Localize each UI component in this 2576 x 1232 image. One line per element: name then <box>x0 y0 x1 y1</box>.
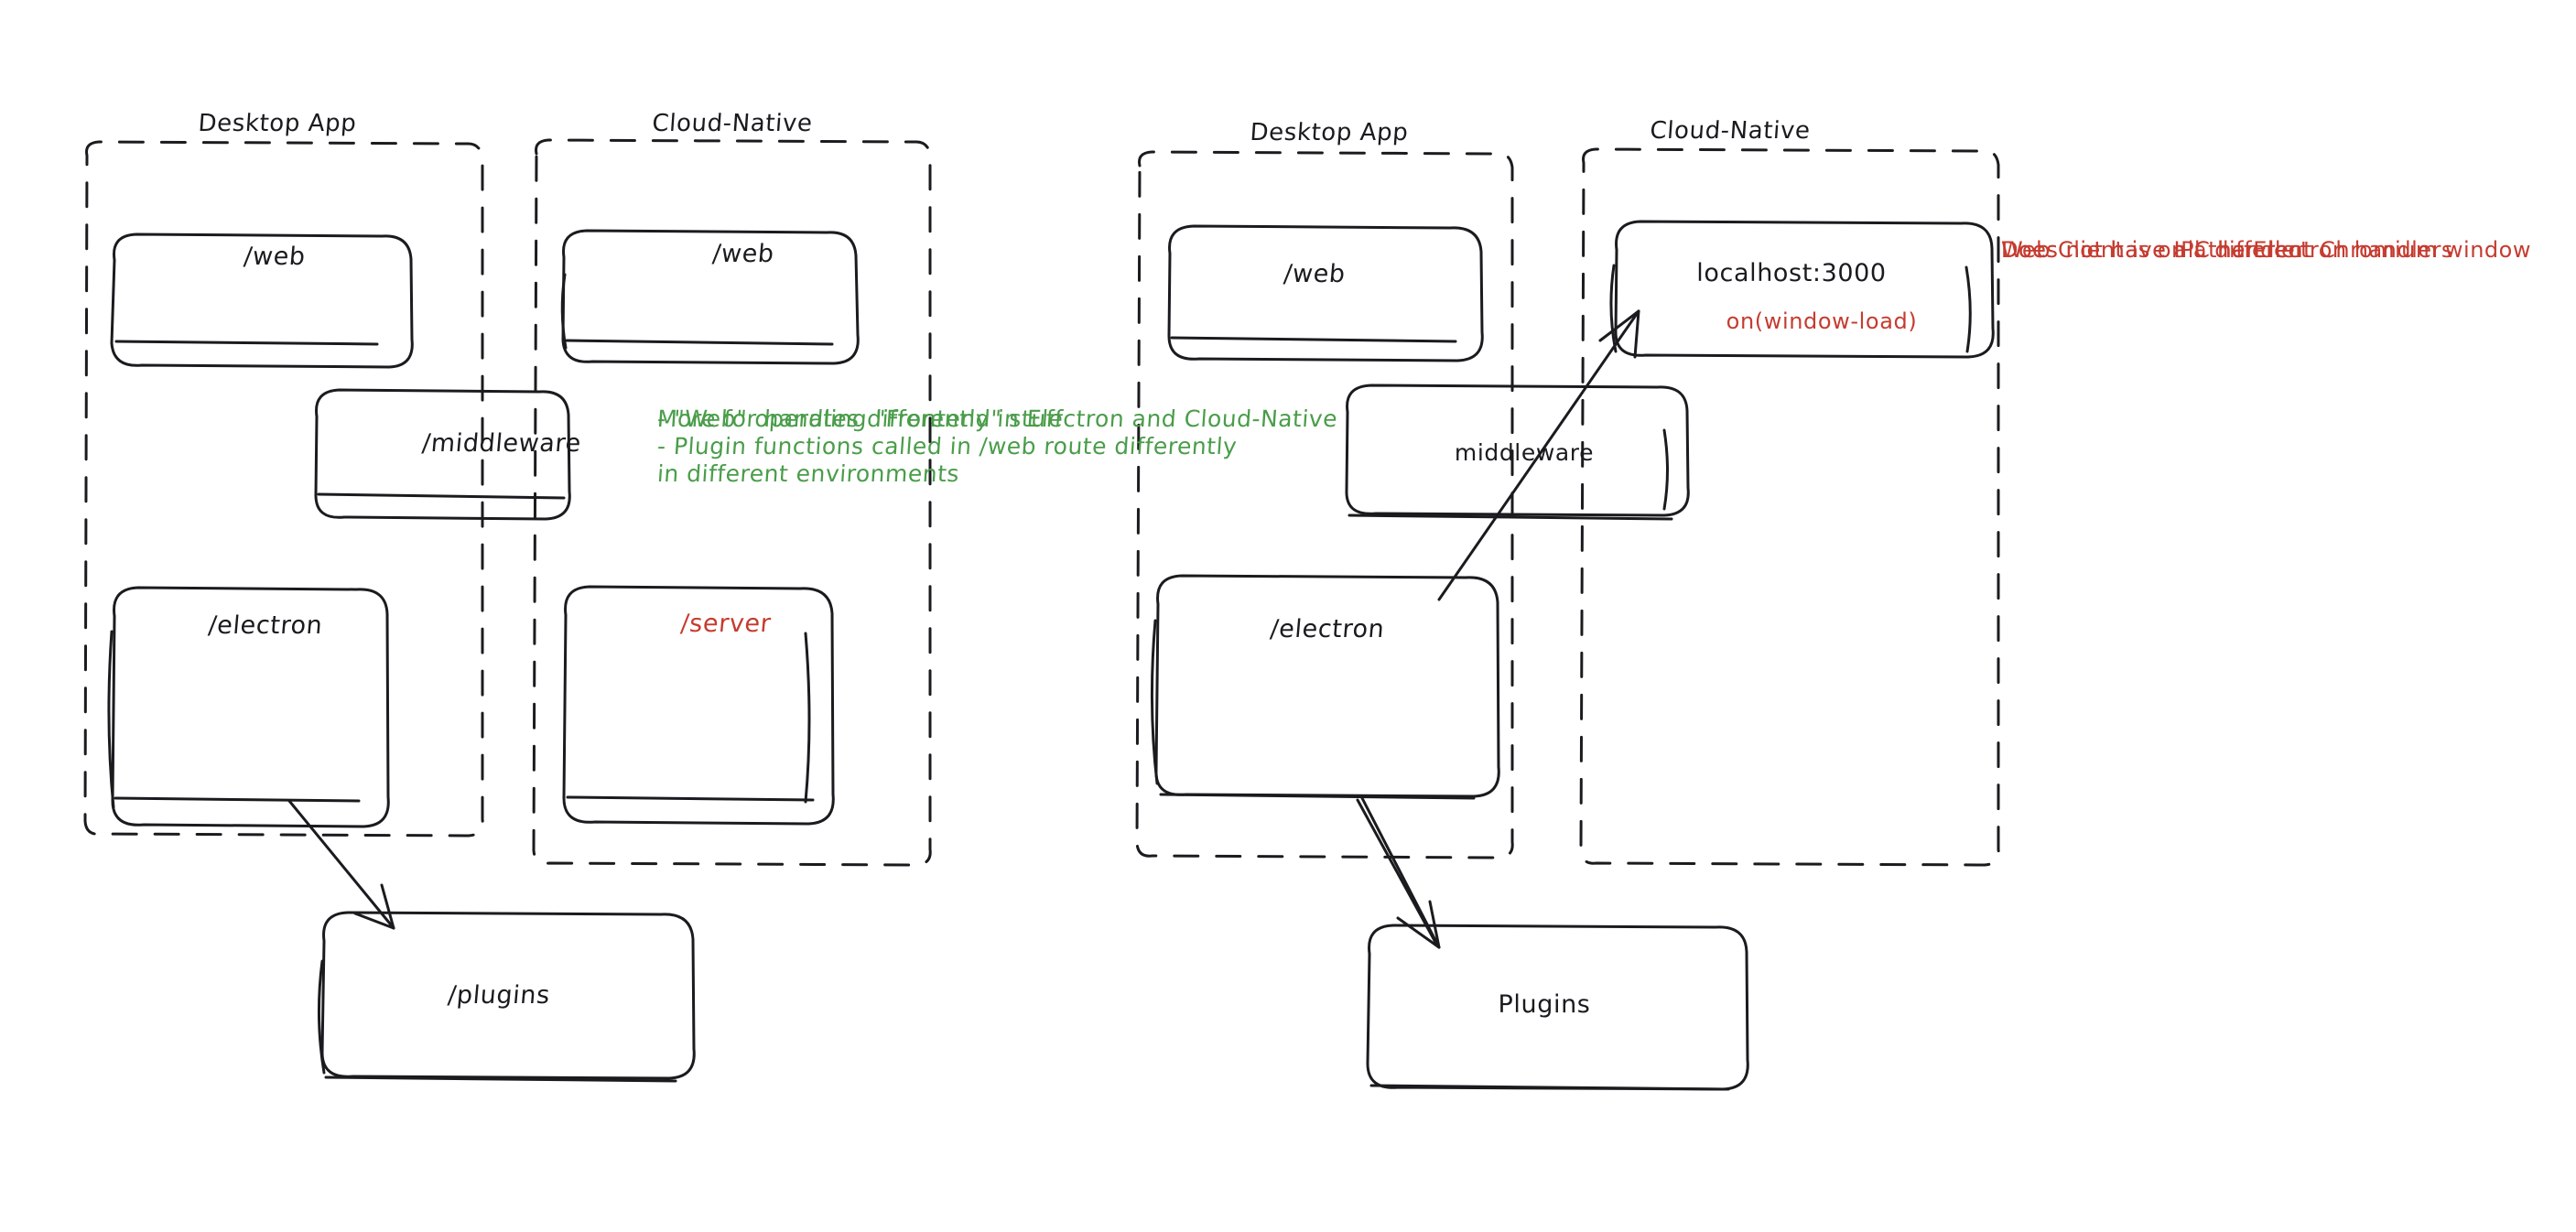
node-label-left-middleware: /middleware <box>420 429 583 458</box>
node-label-left-cloud-web: /web <box>710 240 776 268</box>
node-shape-right-localhost <box>1609 220 1995 359</box>
group-title-right-desktop-app: Desktop App <box>1249 119 1410 146</box>
green-note-line-4: in different environments <box>656 460 961 487</box>
group-title-left-cloud-native: Cloud-Native <box>651 110 814 137</box>
annotation-green-note: More for handling "Frontend" stuff - "We… <box>656 405 1339 488</box>
group-border-right-cloud-native <box>1579 147 2000 867</box>
green-note-line-2: - "Web" operates differently in Electron… <box>656 405 1339 432</box>
node-label-right-localhost: localhost:3000 <box>1696 259 1887 287</box>
node-label-right-plugins: Plugins <box>1498 990 1591 1019</box>
node-label-right-desktop-web: /web <box>1282 260 1348 288</box>
node-shape-right-electron <box>1150 574 1500 800</box>
node-label-left-server: /server <box>679 610 773 638</box>
red-note-line-2: Does not have all the Electron handlers <box>2001 237 2453 263</box>
group-title-right-cloud-native: Cloud-Native <box>1649 117 1812 145</box>
node-shape-right-desktop-web <box>1167 224 1484 362</box>
red-note-line-3: Does not have IPC handler <box>2001 237 2305 263</box>
arrow-right-electron-to-plugins <box>1356 796 1441 949</box>
node-label-right-on-window-load: on(window-load) <box>1726 308 1918 334</box>
node-label-right-middleware: middleware <box>1454 439 1595 466</box>
node-shape-left-cloud-web <box>560 229 860 365</box>
node-label-left-electron: /electron <box>207 611 324 640</box>
node-label-left-desktop-web: /web <box>242 243 308 271</box>
green-note-line-3: - Plugin functions called in /web route … <box>656 433 1239 459</box>
group-title-left-desktop-app: Desktop App <box>197 110 358 137</box>
node-label-right-electron: /electron <box>1269 615 1386 643</box>
group-border-right-desktop-app <box>1135 150 1514 859</box>
red-note-line-1: Web Client is on a different Chromium wi… <box>2001 237 2531 263</box>
node-label-left-plugins: /plugins <box>446 981 552 1010</box>
arrow-left-electron-to-plugins <box>287 799 395 930</box>
